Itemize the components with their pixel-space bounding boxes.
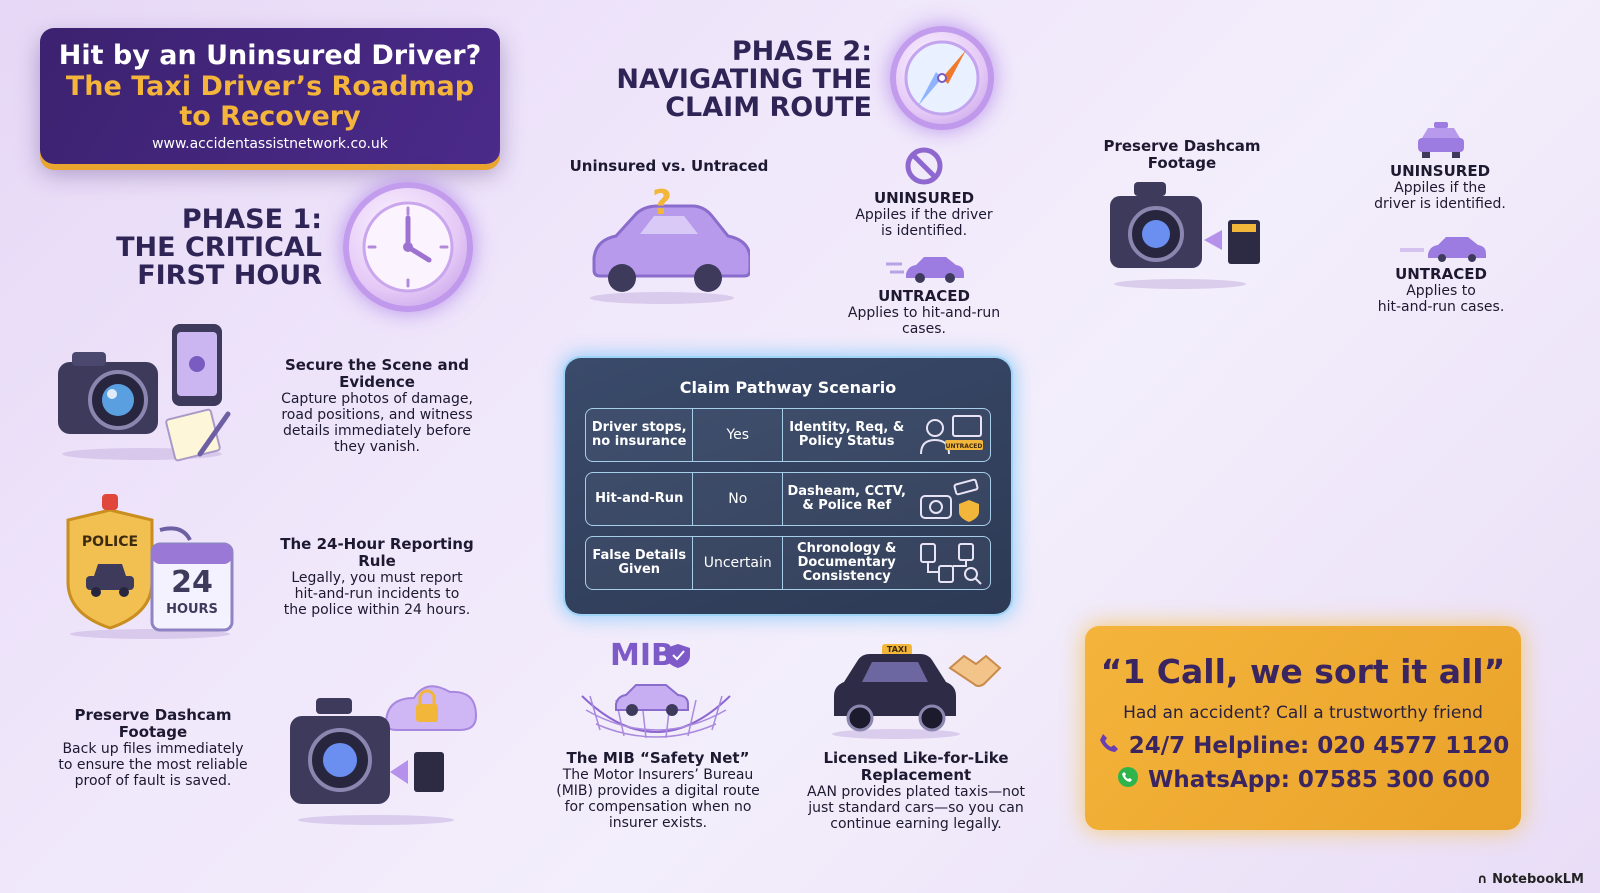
taxi-sign: TAXI — [886, 645, 908, 654]
svg-text:?: ? — [652, 186, 672, 223]
table-row: False Details Given Uncertain Chronology… — [585, 536, 991, 590]
notebooklm-brand: ∩ NotebookLM — [1477, 872, 1584, 887]
dashcam-cloud-icon — [286, 676, 482, 826]
officer-id-icon: UNTRACED — [910, 409, 990, 461]
dashcam-title-right: Preserve Dashcam Footage — [1103, 137, 1261, 172]
whatsapp-link[interactable]: WhatsApp: 07585 300 600 — [1085, 765, 1521, 795]
mib-safety-net-icon: MIB — [576, 638, 736, 742]
question-car-icon: ? — [580, 183, 752, 306]
scenario-cell: Driver stops, no insurance — [586, 409, 694, 461]
call-to-action-card: “1 Call, we sort it all” Had an accident… — [1085, 626, 1521, 830]
cta-slogan: “1 Call, we sort it all” — [1100, 652, 1506, 691]
evidence-cell: Identity, Req, & Policy Status — [789, 420, 905, 449]
camera-phone-icon — [52, 322, 242, 462]
identified-cell: Uncertain — [693, 537, 784, 589]
clock-icon — [343, 182, 473, 312]
table-row: Hit-and-Run No Dasheam, CCTV, & Police R… — [585, 472, 991, 526]
calendar-hours: HOURS — [166, 602, 218, 617]
identified-cell: No — [693, 473, 784, 525]
phase2-heading: PHASE 2: NAVIGATING THE CLAIM ROUTE — [616, 36, 872, 123]
untraced-definition: UNTRACED Applies to hit-and-run cases. — [847, 287, 1001, 338]
title-line-2: The Taxi Driver’s Roadmap to Recovery — [65, 71, 475, 132]
taxi-front-icon — [1414, 120, 1468, 160]
table-row: Driver stops, no insurance Yes Identity,… — [585, 408, 991, 462]
evidence-cell: Dasheam, CCTV, & Police Ref — [787, 484, 906, 513]
side-uninsured-definition: UNINSURED Appiles if the driver is ident… — [1374, 162, 1506, 213]
cctv-badge-icon — [910, 473, 990, 525]
identified-cell: Yes — [693, 409, 784, 461]
website-url[interactable]: www.accidentassistnetwork.co.uk — [152, 136, 388, 152]
speeding-car-icon — [884, 252, 968, 284]
title-line-1: Hit by an Uninsured Driver? — [58, 40, 482, 71]
title-card: Hit by an Uninsured Driver? The Taxi Dri… — [40, 28, 500, 164]
phone-icon — [1097, 731, 1121, 761]
speeding-car-icon-small — [1398, 234, 1490, 262]
taxi-handshake-icon: TAXI — [826, 640, 1006, 740]
document-flow-icon — [910, 537, 990, 589]
uninsured-vs-untraced-title: Uninsured vs. Untraced — [569, 157, 769, 175]
whatsapp-number: WhatsApp: 07585 300 600 — [1148, 767, 1490, 793]
police-label: POLICE — [81, 534, 139, 550]
whatsapp-icon — [1116, 765, 1140, 795]
calendar-number: 24 — [171, 565, 213, 600]
mib-logo: MIB — [610, 638, 674, 673]
untraced-tag: UNTRACED — [946, 443, 983, 450]
step-secure-scene: Secure the Scene and Evidence Capture ph… — [281, 356, 473, 456]
like-for-like-replacement: Licensed Like-for-Like Replacement AAN p… — [806, 749, 1026, 833]
notebooklm-logo-icon: ∩ — [1477, 872, 1488, 887]
helpline-link[interactable]: 24/7 Helpline: 020 4577 1120 — [1085, 731, 1521, 761]
mib-safety-net: The MIB “Safety Net” The Motor Insurers’… — [556, 749, 760, 832]
step-preserve-dashcam: Preserve Dashcam Footage Back up files i… — [58, 706, 248, 790]
side-untraced-definition: UNTRACED Applies to hit-and-run cases. — [1377, 265, 1505, 316]
helpline-number: 24/7 Helpline: 020 4577 1120 — [1128, 733, 1510, 759]
table-title: Claim Pathway Scenario — [679, 378, 897, 397]
compass-icon — [890, 26, 994, 130]
phase1-heading: PHASE 1: THE CRITICAL FIRST HOUR — [116, 204, 322, 291]
evidence-cell: Chronology & Documentary Consistency — [797, 541, 897, 584]
claim-pathway-table: Claim Pathway Scenario Driver stops, no … — [565, 358, 1011, 614]
no-entry-icon — [904, 146, 944, 186]
uninsured-definition: UNINSURED Appiles if the driver is ident… — [855, 189, 993, 240]
step-24-hour-rule: The 24-Hour Reporting Rule Legally, you … — [280, 535, 474, 619]
scenario-cell: Hit-and-Run — [586, 473, 694, 525]
dashcam-sd-card-icon — [1106, 178, 1270, 290]
cta-subtitle: Had an accident? Call a trustworthy frie… — [1123, 703, 1483, 723]
scenario-cell: False Details Given — [586, 537, 694, 589]
police-badge-calendar-icon: POLICE 24 HOURS — [60, 492, 240, 640]
